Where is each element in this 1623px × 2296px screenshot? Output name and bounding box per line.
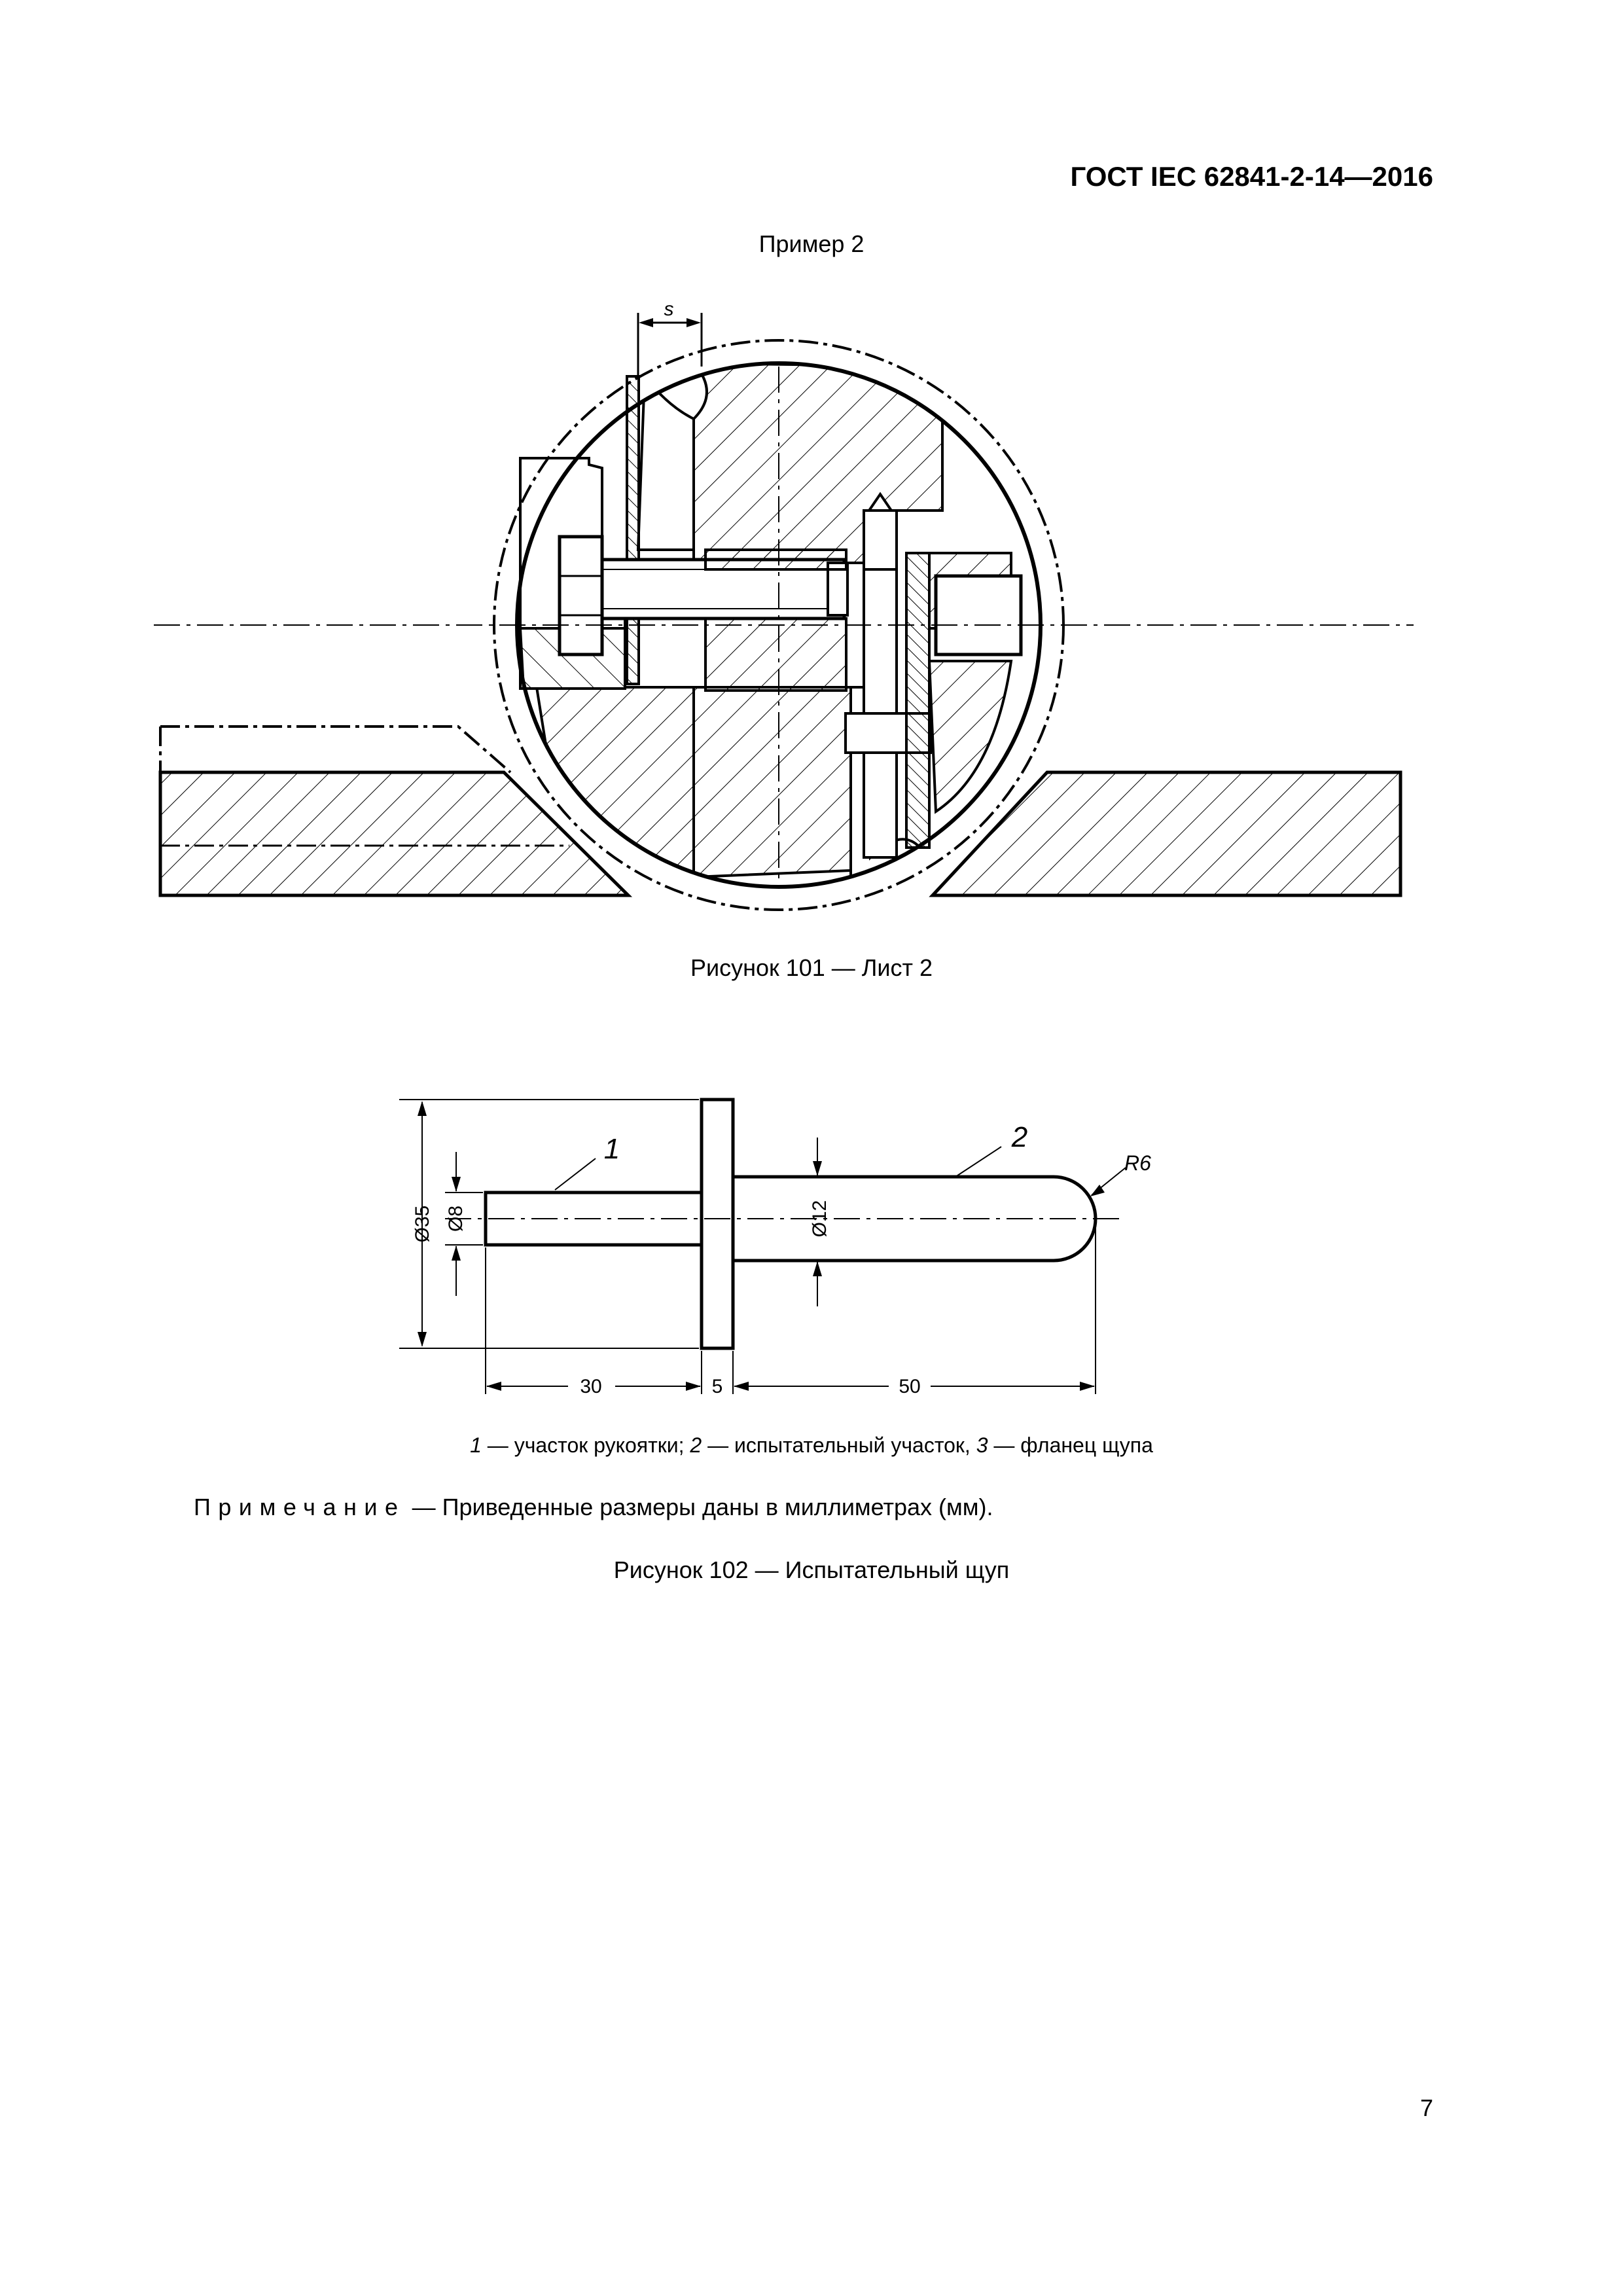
length-50-label: 50 — [899, 1376, 920, 1397]
legend-num-1: 1 — [470, 1433, 482, 1457]
part-2-label: 2 — [1011, 1121, 1027, 1153]
figure-102-drawing: Ø35 Ø8 Ø12 30 5 50 1 2 R6 — [399, 1098, 1151, 1397]
example-title: Пример 2 — [758, 230, 865, 257]
vertical-pin — [863, 509, 898, 571]
figure-101-caption: Рисунок 101 — Лист 2 — [690, 954, 933, 981]
legend-text-2: — испытательный участок, — [702, 1433, 976, 1457]
radius-label: R6 — [1124, 1151, 1151, 1175]
note-lead: Примечание — [194, 1494, 406, 1520]
figure-101-drawing: s — [154, 298, 1414, 911]
left-base-plate — [158, 725, 633, 897]
dia-8-label: Ø8 — [445, 1206, 467, 1232]
thin-plate — [626, 375, 640, 685]
test-section — [733, 1175, 1097, 1263]
note-text: — Приведенные размеры даны в миллиметрах… — [405, 1494, 993, 1520]
bolt-head — [558, 535, 604, 656]
dimension-s-label: s — [664, 298, 674, 320]
right-bolt-head — [934, 574, 1023, 656]
figure-102-caption: Рисунок 102 — Испытательный щуп — [613, 1556, 1010, 1583]
legend-text-3: — фланец щупа — [988, 1433, 1153, 1457]
document-code: ГОСТ IEC 62841-2-14—2016 — [1070, 161, 1434, 192]
length-30-label: 30 — [580, 1376, 601, 1397]
dia-12-label: Ø12 — [809, 1200, 830, 1238]
probe-flange — [700, 1098, 735, 1350]
right-clamp-plate — [905, 552, 931, 849]
length-5-label: 5 — [712, 1376, 723, 1397]
part-1-label: 1 — [604, 1133, 620, 1165]
note: Примечание — Приведенные размеры даны в … — [194, 1494, 993, 1521]
nut-section — [704, 617, 847, 692]
figure-102-legend: 1 — участок рукоятки; 2 — испытательный … — [0, 1433, 1623, 1458]
dia-35-label: Ø35 — [412, 1206, 433, 1243]
legend-num-2: 2 — [690, 1433, 702, 1457]
legend-text-1: — участок рукоятки; — [481, 1433, 690, 1457]
legend-num-3: 3 — [976, 1433, 988, 1457]
right-base-plate — [929, 770, 1402, 897]
page-number: 7 — [1419, 2094, 1433, 2121]
